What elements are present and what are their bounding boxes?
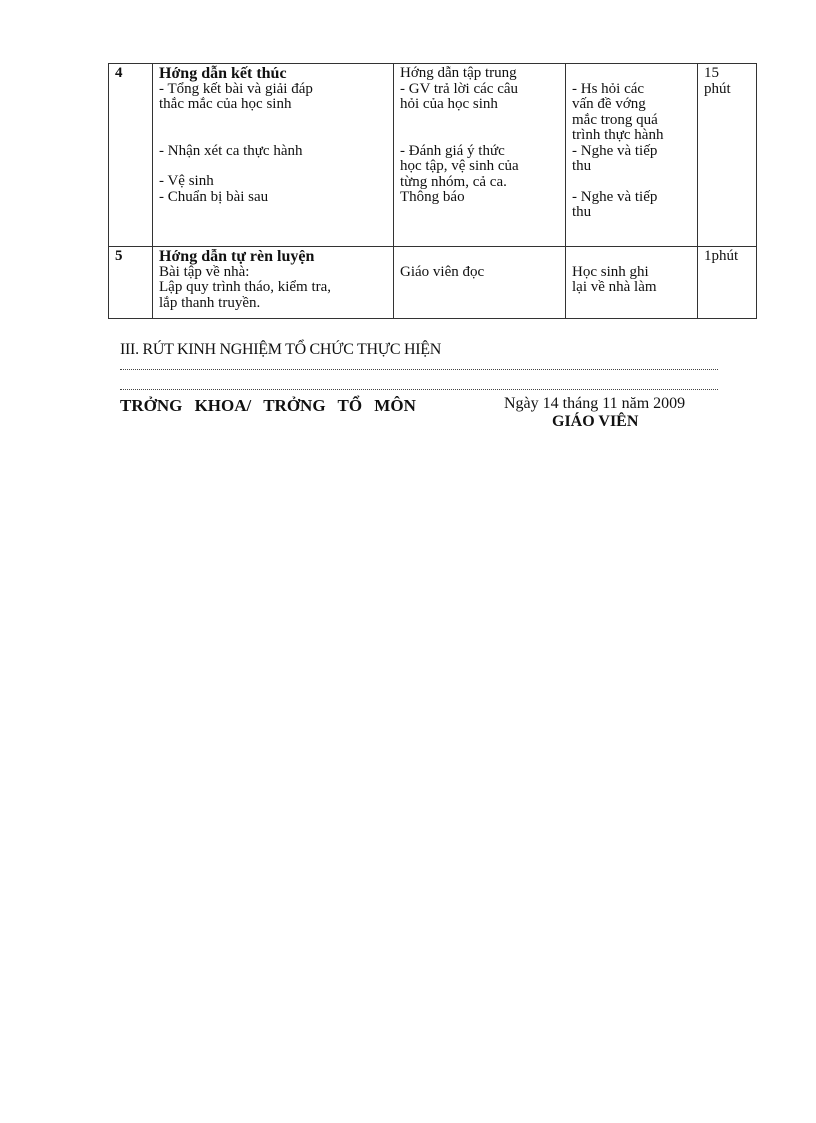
content-line: Bài tập về nhà: [159, 263, 250, 280]
student-line: lại về nhà làm [572, 279, 657, 295]
step-number: 4 [115, 65, 123, 81]
section-title: III. RÚT KINH NGHIỆM TỔ CHỨC THỰC HIỆN [120, 341, 441, 358]
content-cell: Hớng dẫn kết thúc - Tổng kết bài và giải… [152, 63, 394, 247]
table-row: 5 Hớng dẫn tự rèn luyện Bài tập về nhà: … [108, 246, 757, 319]
content-line: thắc mắc của học sinh [159, 96, 292, 112]
teacher-line: - Đánh giá ý thức [400, 142, 505, 159]
time-line: 1phút [704, 248, 739, 264]
content-line: - Chuẩn bị bài sau [159, 188, 269, 205]
dotted-line [120, 389, 718, 390]
teacher-line: Hớng dẫn tập trung [400, 65, 517, 81]
time-cell: 1phút [697, 246, 757, 319]
signature-date: Ngày 14 tháng 11 năm 2009 [504, 395, 686, 412]
time-line: 15 [704, 65, 719, 81]
content-line: - Nhận xét ca thực hành [159, 142, 303, 159]
step-heading: Hớng dẫn kết thúc [159, 65, 287, 82]
teacher-activity-cell: Giáo viên đọc [393, 246, 566, 319]
dotted-line [120, 369, 718, 370]
student-line: - Nghe và tiếp [572, 188, 658, 205]
teacher-line: học tập, vệ sinh của [400, 158, 519, 174]
teacher-line: từng nhóm, cả ca. [400, 173, 507, 190]
step-number-cell: 5 [108, 246, 153, 319]
student-line: thu [572, 204, 592, 220]
student-line: trình thực hành [572, 127, 664, 143]
teacher-line: Giáo viên đọc [400, 263, 485, 280]
student-activity-cell: Học sinh ghi lại về nhà làm [565, 246, 698, 319]
content-line: - Tổng kết bài và giải đáp [159, 80, 313, 97]
student-line: - Hs hỏi các [572, 80, 645, 97]
step-heading: Hớng dẫn tự rèn luyện [159, 249, 315, 265]
step-number-cell: 4 [108, 63, 153, 247]
lesson-plan-table: 4 Hớng dẫn kết thúc - Tổng kết bài và gi… [108, 63, 757, 319]
teacher-activity-cell: Hớng dẫn tập trung - GV trả lời các câu … [393, 63, 566, 247]
teacher-line: hỏi của học sinh [400, 96, 498, 112]
content-cell: Hớng dẫn tự rèn luyện Bài tập về nhà: Lậ… [152, 246, 394, 319]
signature-department-head: TRỞNG KHOA/ TRỞNG TỔ MÔN [120, 396, 416, 415]
content-line: Lập quy trình tháo, kiểm tra, [159, 279, 332, 295]
student-line: thu [572, 158, 592, 174]
signature-teacher: GIÁO VIÊN [552, 413, 639, 430]
time-line: phút [704, 80, 731, 97]
student-activity-cell: - Hs hỏi các vấn đề vớng mắc trong quá t… [565, 63, 698, 247]
content-line: - Vệ sinh [159, 173, 214, 189]
table-row: 4 Hớng dẫn kết thúc - Tổng kết bài và gi… [108, 63, 757, 247]
teacher-line: Thông báo [400, 189, 465, 205]
student-line: - Nghe và tiếp [572, 142, 658, 159]
step-number: 5 [115, 248, 123, 264]
teacher-line: - GV trả lời các câu [400, 80, 519, 97]
time-cell: 15 phút [697, 63, 757, 247]
student-line: vấn đề vớng [572, 96, 646, 112]
content-line: lắp thanh truyền. [159, 294, 261, 311]
student-line: Học sinh ghi [572, 263, 649, 280]
student-line: mắc trong quá [572, 111, 658, 128]
